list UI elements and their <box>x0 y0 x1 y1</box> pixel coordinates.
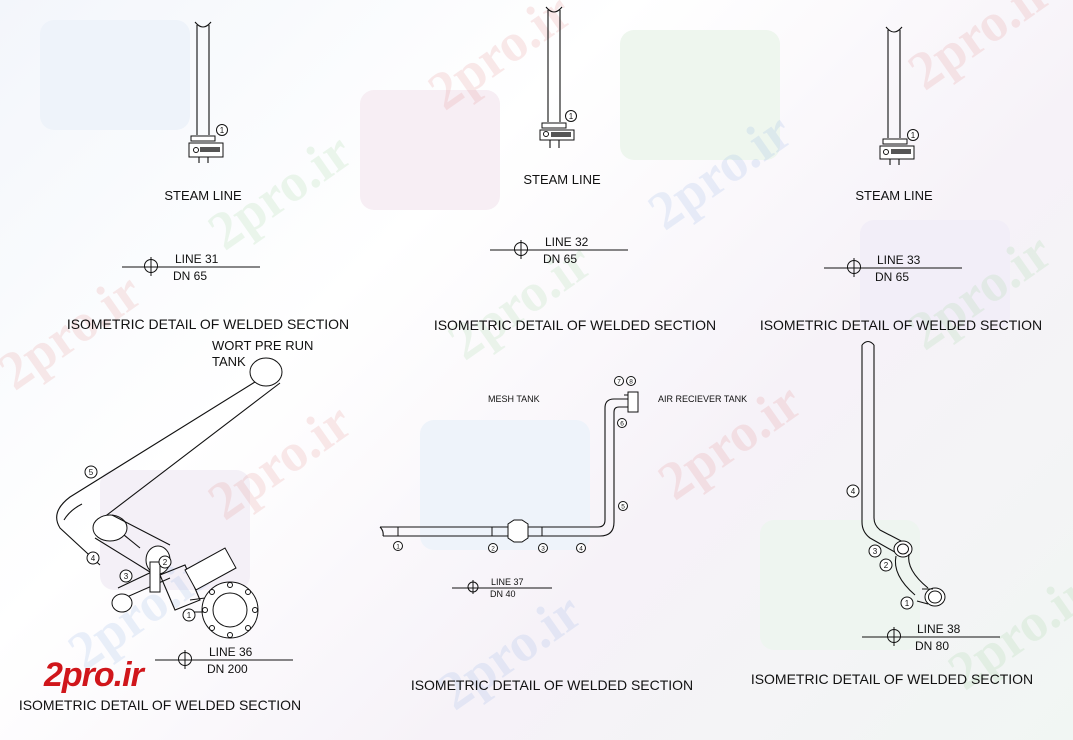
svg-text:1: 1 <box>905 599 910 608</box>
svg-text:2: 2 <box>491 546 495 553</box>
detail-line-36: WORT PRE RUN TANK <box>19 338 314 713</box>
line-number: LINE 38 <box>917 622 961 636</box>
site-logo: 2pro.ir <box>44 656 144 694</box>
vertical-steam-pipe <box>188 21 224 163</box>
isometric-pipe-route <box>56 357 283 639</box>
background-tile <box>860 220 1010 330</box>
weld-markers: 1 2 3 4 5 6 7 8 <box>393 376 636 553</box>
line-tag-38: LINE 38 DN 80 <box>862 622 1000 653</box>
pipe-diameter: DN 65 <box>173 269 207 283</box>
detail-line-31: 1 STEAM LINE LINE 31 DN 65 ISOMETRIC DET… <box>67 21 349 332</box>
line-tag-36: LINE 36 DN 200 <box>155 645 293 676</box>
svg-text:2: 2 <box>163 558 168 567</box>
svg-text:7: 7 <box>617 379 621 386</box>
background-tile <box>360 90 500 210</box>
svg-text:3: 3 <box>541 546 545 553</box>
svg-text:1: 1 <box>396 544 400 551</box>
svg-text:6: 6 <box>620 421 624 428</box>
svg-text:3: 3 <box>124 572 129 581</box>
detail-title: ISOMETRIC DETAIL OF WELDED SECTION <box>411 677 693 693</box>
detail-title: ISOMETRIC DETAIL OF WELDED SECTION <box>434 317 716 333</box>
steam-line-label: STEAM LINE <box>164 188 242 203</box>
weld-markers: 4 3 2 1 <box>846 484 914 610</box>
svg-text:1: 1 <box>911 131 916 140</box>
tank-label: WORT PRE RUN <box>212 338 313 353</box>
marker-1: 1 <box>216 124 228 136</box>
line-tag-37: LINE 37 DN 40 <box>452 577 552 599</box>
steam-line-label: STEAM LINE <box>523 172 601 187</box>
vertical-steam-pipe <box>539 6 575 148</box>
marker-1: 1 <box>907 129 919 141</box>
detail-line-33: 1 STEAM LINE LINE 33 DN 65 ISOMETRIC DET… <box>760 26 1042 333</box>
line-number: LINE 31 <box>175 252 219 266</box>
marker-1: 1 <box>565 110 577 122</box>
weld-markers: 5 4 3 2 1 <box>84 465 196 622</box>
steam-line-label: STEAM LINE <box>855 188 933 203</box>
detail-title: ISOMETRIC DETAIL OF WELDED SECTION <box>760 317 1042 333</box>
svg-text:4: 4 <box>851 487 856 496</box>
line-tag-33: LINE 33 DN 65 <box>824 253 962 284</box>
pipe-diameter: DN 65 <box>875 270 909 284</box>
isometric-pipe-route <box>861 340 946 607</box>
pipe-diameter: DN 80 <box>915 639 949 653</box>
svg-text:3: 3 <box>873 547 878 556</box>
background-tile <box>40 20 190 130</box>
background-tile <box>420 420 590 550</box>
pipe-diameter: DN 200 <box>207 662 248 676</box>
detail-line-37: MESH TANK AIR RECIEVER TANK 1 2 3 4 5 6 <box>379 376 747 693</box>
line-tag-32: LINE 32 DN 65 <box>490 235 628 266</box>
svg-text:1: 1 <box>569 112 574 121</box>
svg-text:1: 1 <box>187 611 192 620</box>
detail-title: ISOMETRIC DETAIL OF WELDED SECTION <box>751 671 1033 687</box>
line-number: LINE 33 <box>877 253 921 267</box>
air-receiver-tank-label: AIR RECIEVER TANK <box>658 394 747 404</box>
line-number: LINE 36 <box>209 645 253 659</box>
tank-label: TANK <box>212 354 246 369</box>
detail-title: ISOMETRIC DETAIL OF WELDED SECTION <box>19 697 301 713</box>
pipe-diameter: DN 40 <box>490 589 516 599</box>
svg-text:1: 1 <box>220 126 225 135</box>
background-tile <box>760 520 920 650</box>
line-number: LINE 32 <box>545 235 589 249</box>
line-tag-31: LINE 31 DN 65 <box>122 252 260 283</box>
vertical-steam-pipe <box>879 26 915 165</box>
line-number: LINE 37 <box>491 577 524 587</box>
svg-text:4: 4 <box>579 546 583 553</box>
svg-text:5: 5 <box>621 504 625 511</box>
svg-text:2: 2 <box>884 561 889 570</box>
mesh-tank-label: MESH TANK <box>488 394 540 404</box>
detail-line-32: 1 STEAM LINE LINE 32 DN 65 ISOMETRIC DET… <box>434 6 716 333</box>
svg-text:4: 4 <box>91 554 96 563</box>
detail-title: ISOMETRIC DETAIL OF WELDED SECTION <box>67 316 349 332</box>
isometric-pipe-route <box>379 391 639 543</box>
svg-text:5: 5 <box>89 468 94 477</box>
pipe-diameter: DN 65 <box>543 252 577 266</box>
detail-line-38: 4 3 2 1 LINE 38 DN 80 ISOMETRIC DETAIL O… <box>751 340 1033 687</box>
background-tile <box>620 30 780 160</box>
svg-text:8: 8 <box>629 379 633 386</box>
